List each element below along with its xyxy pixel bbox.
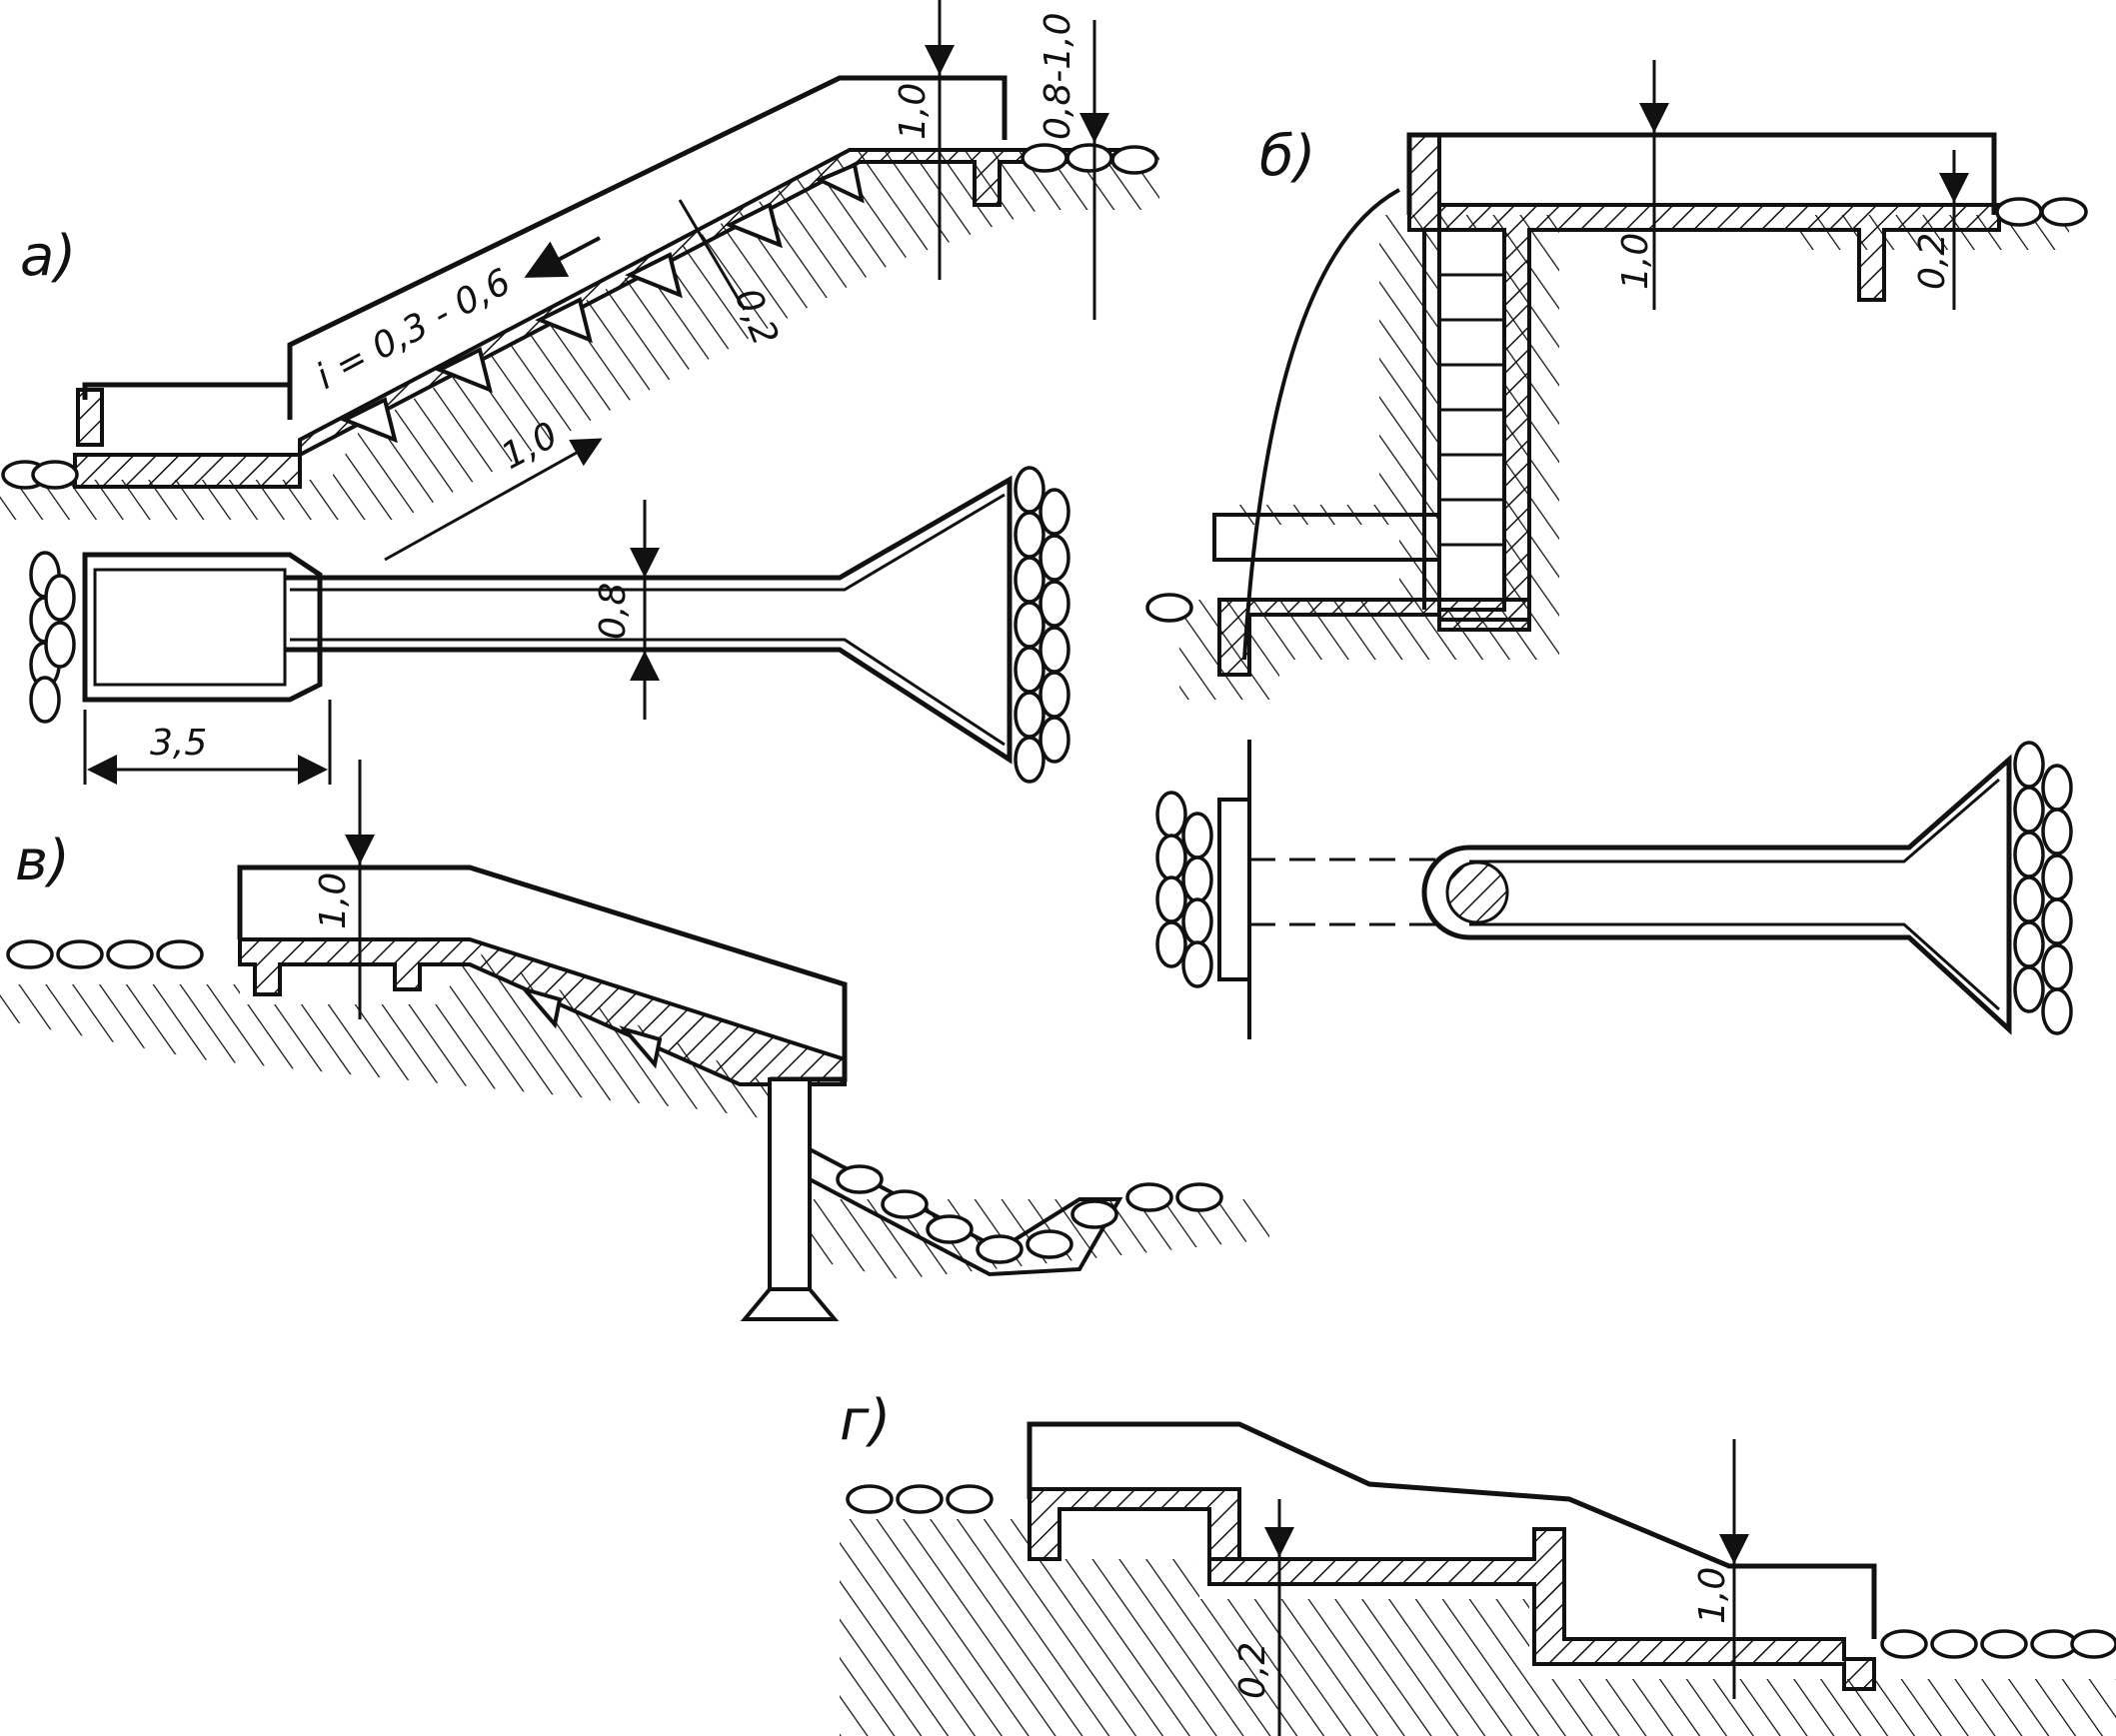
panel-label-b: б) [1259,124,1315,189]
panel-g-profile: 0,2 1,0 [840,1421,2116,1736]
panel-b-plan [1155,740,2073,1039]
dim-g-drop: 0,2 [1232,1642,1273,1699]
dim-b-height: 1,0 [1615,233,1656,290]
panel-label-a: а) [20,224,76,289]
panel-a-plan: 0,8 3,5 [29,466,1070,785]
dim-a-depth: 0,8-1,0 [1038,13,1078,141]
panel-label-g: г) [840,1388,891,1453]
dim-a-width: 0,8 [593,583,634,640]
dim-a-length: 3,5 [150,723,207,764]
panel-v-profile: 1,0 [0,760,1269,1321]
dim-b-drop: 0,2 [1912,233,1953,290]
panel-a-profile: i = 0,3 - 0,6 1,0 0,8-1,0 0,2 1,0 [0,0,1159,562]
dim-v-height: 1,0 [313,872,354,929]
panel-b-profile: 1,0 0,2 [1145,60,2088,700]
dim-g-height: 1,0 [1692,1567,1733,1624]
panel-label-v: в) [15,829,70,893]
dim-a-height: 1,0 [893,83,934,140]
